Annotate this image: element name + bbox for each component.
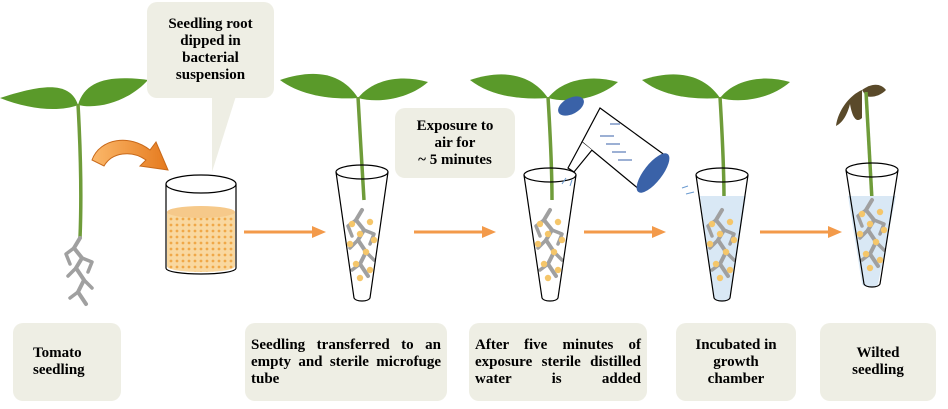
tomato-seedling-plant: [0, 78, 148, 306]
step-arrow-1: [244, 226, 326, 238]
watering-can: [558, 96, 670, 193]
tomato-seedling-label: Tomato seedling: [13, 323, 121, 401]
seedling-tube-water: [470, 74, 618, 302]
step-arrow-3: [584, 226, 666, 238]
incubate-box: Incubated in growth chamber: [676, 323, 796, 401]
step-arrow-4: [760, 226, 842, 238]
transfer-label: Seedling transferred to an empty and ste…: [251, 336, 441, 387]
seedling-in-tube: [280, 73, 428, 302]
incubated-seedling: [642, 74, 790, 302]
wilted-seedling: [836, 84, 899, 288]
dip-callout: Seedling root dipped in bacterial suspen…: [147, 2, 274, 98]
wilted-box: Wilted seedling: [820, 323, 936, 401]
exposure-box: Exposure to air for ~ 5 minutes: [395, 108, 515, 178]
bacterial-suspension-beaker: [165, 174, 237, 275]
transfer-box: Seedling transferred to an empty and ste…: [245, 323, 447, 401]
water-label: After five minutes of exposure sterile d…: [475, 336, 641, 387]
step-arrow-2: [414, 226, 496, 238]
dip-curved-arrow: [91, 139, 169, 171]
water-box: After five minutes of exposure sterile d…: [469, 323, 647, 401]
dip-callout-tail: [212, 96, 236, 172]
